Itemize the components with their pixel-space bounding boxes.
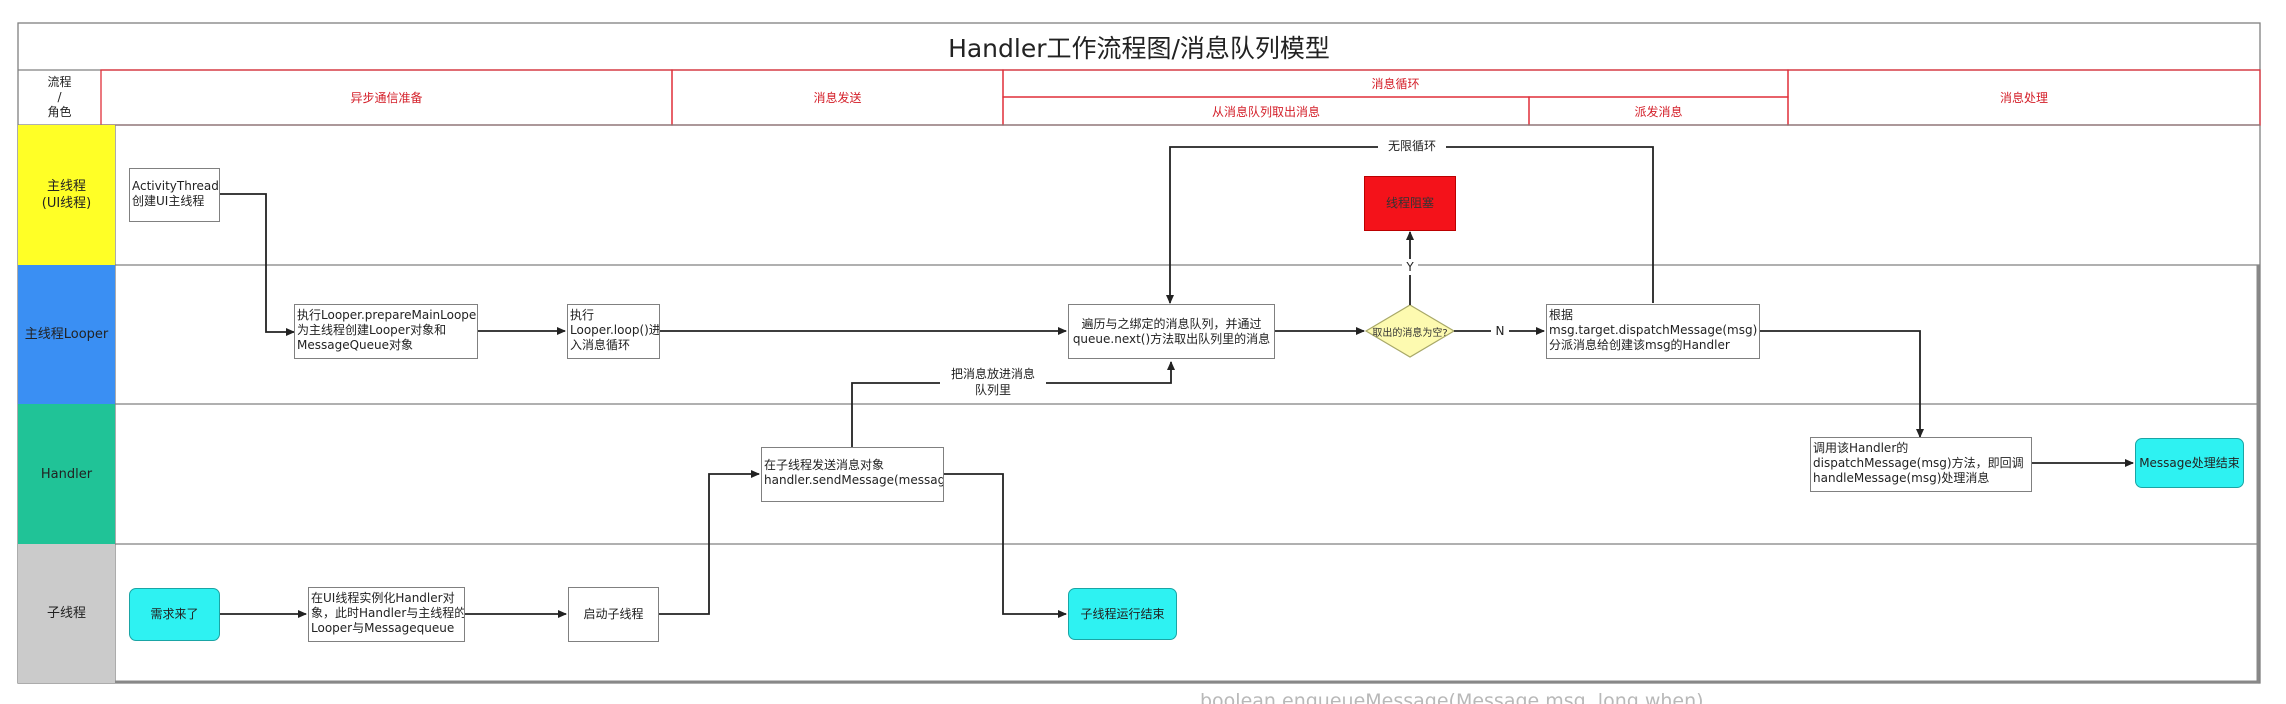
edge-label-no: N xyxy=(1491,323,1509,339)
edge-activity-to-prepare xyxy=(220,193,295,336)
phase-dispatch: 派发消息 xyxy=(1634,104,1683,119)
diagram-title: Handler工作流程图/消息队列模型 xyxy=(948,33,1330,63)
node-activity-thread: ActivityThread 创建UI主线程 xyxy=(129,168,220,222)
edge-label-put-in-queue: 把消息放进消息 队列里 xyxy=(940,366,1046,400)
phase-async-prep: 异步通信准备 xyxy=(350,91,423,105)
phase-handle: 消息处理 xyxy=(1999,91,2048,105)
node-send-message: 在子线程发送消息对象 handler.sendMessage(message) xyxy=(761,447,944,502)
phase-loop: 消息循环 xyxy=(1371,77,1420,91)
edge-start-to-send xyxy=(659,470,760,615)
footer-partial-code: boolean enqueueMessage(Message msg, long… xyxy=(1200,690,1704,704)
edge-dispatch-to-handler xyxy=(1760,330,1924,438)
node-start-sub-thread: 启动子线程 xyxy=(568,587,659,642)
phase-send: 消息发送 xyxy=(813,91,862,105)
node-thread-block: 线程阻塞 xyxy=(1364,176,1456,231)
lane-looper: 主线程Looper xyxy=(18,265,115,404)
node-demand: 需求来了 xyxy=(129,588,220,641)
decision-diamond xyxy=(1364,304,1456,358)
node-looper-loop: 执行 Looper.loop()进 入消息循环 xyxy=(567,304,660,359)
node-dispatch-msg: 根据 msg.target.dispatchMessage(msg) 分派消息给… xyxy=(1546,304,1760,359)
phase-fetch: 从消息队列取出消息 xyxy=(1211,104,1320,119)
header-corner: 流程 / 角色 xyxy=(47,75,72,119)
node-message-end: Message处理结束 xyxy=(2135,438,2244,488)
node-call-dispatch: 调用该Handler的 dispatchMessage(msg)方法，即回调 h… xyxy=(1810,437,2032,492)
lane-main-thread: 主线程 (UI线程) xyxy=(18,125,115,265)
decision-label: 取出的消息为空? xyxy=(1372,327,1448,339)
edge-label-yes: Y xyxy=(1402,259,1418,275)
node-traverse-queue: 遍历与之绑定的消息队列，并通过 queue.next()方法取出队列里的消息 xyxy=(1068,304,1275,359)
node-sub-thread-end: 子线程运行结束 xyxy=(1068,588,1177,640)
edge-send-to-subend xyxy=(944,473,1067,618)
edge-label-infinite-loop: 无限循环 xyxy=(1378,138,1446,156)
lane-handler: Handler xyxy=(18,404,115,544)
node-instantiate-handler: 在UI线程实例化Handler对 象，此时Handler与主线程的 Looper… xyxy=(308,587,465,642)
node-prepare-main-looper: 执行Looper.prepareMainLooper() 为主线程创建Loope… xyxy=(294,304,478,359)
lane-sub-thread: 子线程 xyxy=(18,544,115,683)
